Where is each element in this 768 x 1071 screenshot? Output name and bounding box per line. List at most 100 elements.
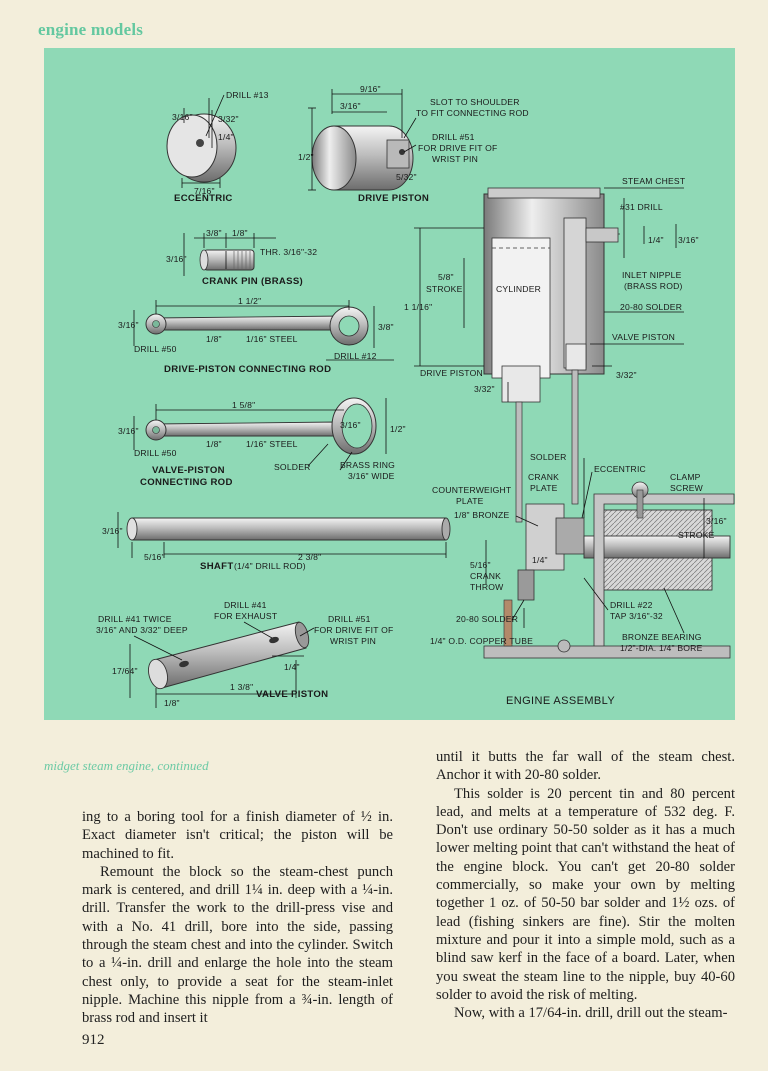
drill22-line2: TAP 3/16"-32	[610, 611, 663, 621]
drive-piston-drill-line2: FOR DRIVE FIT OF	[418, 143, 497, 153]
crank-throw-line1: CRANK	[470, 571, 501, 581]
valve-rod-dim-a: 1/8"	[206, 439, 222, 449]
valve-piston-part: DRILL #41 TWICE 3/16" AND 3/32" DEEP DRI…	[96, 600, 393, 708]
assembly-drive-piston-label: DRIVE PISTON	[420, 368, 483, 378]
body-column-right: until it butts the far wall of the steam…	[436, 748, 735, 1022]
valve-piston-length: 1 3/8"	[230, 682, 253, 692]
slot-note-line2: TO FIT CONNECTING ROD	[416, 108, 529, 118]
eccentric-part: DRILL #13 3/16" 3/32" 1/4" 7/16" ECCENTR…	[166, 90, 269, 204]
assembly-dim-small-b: 3/32"	[616, 370, 637, 380]
assembly-dim-q: 1/4"	[532, 555, 548, 565]
cylinder-label: CYLINDER	[496, 284, 541, 294]
drive-rod-dim-a: 1/8"	[206, 334, 222, 344]
crank-pin-dim-b: 1/8"	[232, 228, 248, 238]
valve-piston-drill41-line2: 3/16" AND 3/32" DEEP	[96, 625, 188, 635]
exhaust-line2: FOR EXHAUST	[214, 611, 278, 621]
shaft-title: SHAFT	[200, 561, 233, 572]
valve-rod-solder: SOLDER	[274, 462, 311, 472]
assembly-solder-label: SOLDER	[530, 452, 567, 462]
shaft-length: 2 3/8"	[298, 552, 321, 562]
valve-rod-length: 1 5/8"	[232, 400, 255, 410]
counterweight-line1: COUNTERWEIGHT	[432, 485, 512, 495]
engine-assembly: STEAM CHEST #31 DRILL 1/4" 3/16" INLET N…	[404, 176, 735, 707]
continued-heading: midget steam engine, continued	[44, 758, 209, 773]
inlet-nipple-line2: (BRASS ROD)	[624, 281, 683, 291]
shaft-note: (1/4" DRILL ROD)	[234, 561, 306, 571]
assembly-eccentric-label: ECCENTRIC	[594, 464, 646, 474]
drive-rod-length: 1 1/2"	[238, 296, 261, 306]
counterweight-line2: PLATE	[456, 496, 484, 506]
crank-pin-dim-a: 3/8"	[206, 228, 222, 238]
eccentric-dim-a: 3/16"	[172, 112, 193, 122]
clamp-screw-line1: CLAMP	[670, 472, 701, 482]
drive-rod-dim-left: 3/16"	[118, 320, 139, 330]
drive-piston-title: DRIVE PISTON	[358, 193, 429, 204]
drive-rod-drill-right: DRILL #12	[334, 351, 377, 361]
body-column-left: ing to a boring tool for a finish diamet…	[82, 808, 393, 1028]
valve-piston-dim-b: 1/8"	[164, 698, 180, 708]
assembly-dim-a: 1/4"	[648, 235, 664, 245]
crank-throw-line2: THROW	[470, 582, 504, 592]
drive-piston-dim-height: 1/2"	[298, 152, 314, 162]
assembly-height-dim: 1 1/16"	[404, 302, 432, 312]
bronze-label: 1/8" BRONZE	[454, 510, 509, 520]
valve-piston-dim-dia: 17/64"	[112, 666, 138, 676]
bronze-bearing-line1: BRONZE BEARING	[622, 632, 702, 642]
brass-ring-line2: 3/16" WIDE	[348, 471, 395, 481]
valve-piston-drill51-line2: FOR DRIVE FIT OF	[314, 625, 393, 635]
engine-diagram-panel: DRILL #13 3/16" 3/32" 1/4" 7/16" ECCENTR…	[44, 48, 735, 720]
valve-rod-steel: 1/16" STEEL	[246, 439, 298, 449]
crank-plate-line1: CRANK	[528, 472, 559, 482]
eccentric-dim-c: 1/4"	[218, 132, 234, 142]
body-right-paragraph: This solder is 20 percent tin and 80 per…	[436, 785, 735, 1003]
crank-pin-thread: THR. 3/16"-32	[260, 247, 317, 257]
drive-piston-drill-line1: DRILL #51	[432, 132, 475, 142]
valve-rod-title-line2: CONNECTING ROD	[140, 477, 233, 488]
drive-piston-dim-left: 3/16"	[340, 101, 361, 111]
bronze-bearing-line2: 1/2"-DIA. 1/4" BORE	[620, 643, 703, 653]
drive-piston-dim-top: 9/16"	[360, 84, 381, 94]
eccentric-title: ECCENTRIC	[174, 193, 233, 204]
body-left-paragraph: ing to a boring tool for a finish diamet…	[82, 809, 393, 862]
shaft-dim-short: 5/16"	[144, 552, 165, 562]
valve-rod-title-line1: VALVE-PISTON	[152, 465, 225, 476]
eccentric-dim-d: 7/16"	[194, 186, 215, 196]
valve-piston-drill51-line3: WRIST PIN	[330, 636, 376, 646]
drive-rod-part: 1 1/2" 3/16" 3/8" 1/8" 1/16" STEEL DRILL…	[118, 296, 394, 375]
valve-rod-dim-left: 3/16"	[118, 426, 139, 436]
body-right-paragraph: until it butts the far wall of the steam…	[436, 749, 735, 784]
valve-piston-dim-a: 1/4"	[284, 662, 300, 672]
eccentric-dim-b: 3/32"	[218, 114, 239, 124]
body-left-paragraph: Remount the block so the steam-chest pun…	[82, 863, 393, 1027]
stroke-right-label: STROKE	[678, 530, 715, 540]
steam-chest-label: STEAM CHEST	[622, 176, 686, 186]
eccentric-drill-label: DRILL #13	[226, 90, 269, 100]
assembly-dim-small: 3/32"	[474, 384, 495, 394]
drive-piston-part: 9/16" 3/16" 1/2" 5/32" SLOT TO SHOULDER …	[298, 84, 529, 204]
drive-rod-title: DRIVE-PISTON CONNECTING ROD	[164, 364, 331, 375]
valve-piston-drill41-line1: DRILL #41 TWICE	[98, 614, 172, 624]
stroke-right-dim: 3/16"	[706, 516, 727, 526]
shaft-dim-dia: 3/16"	[102, 526, 123, 536]
solder-bottom-label: 20-80 SOLDER	[456, 614, 518, 624]
drive-rod-steel: 1/16" STEEL	[246, 334, 298, 344]
assembly-dim-b: 3/16"	[678, 235, 699, 245]
drill31-label: #31 DRILL	[620, 202, 663, 212]
body-right-paragraph: Now, with a 17/64-in. drill, drill out t…	[454, 1005, 728, 1022]
brass-ring-line1: BRASS RING	[340, 460, 395, 470]
drive-piston-drill-line3: WRIST PIN	[432, 154, 478, 164]
shaft-part: 3/16" 5/16" 2 3/8" SHAFT (1/4" DRILL ROD…	[102, 512, 451, 572]
assembly-stroke-dim: 5/8"	[438, 272, 454, 282]
assembly-valve-piston-label: VALVE PISTON	[612, 332, 675, 342]
solder-top-label: 20-80 SOLDER	[620, 302, 682, 312]
crank-pin-title: CRANK PIN (BRASS)	[202, 276, 303, 287]
page-number: 912	[82, 1032, 105, 1048]
valve-rod-part: 1 5/8" 3/16" 3/16" 1/2" 1/8" 1/16" STEEL…	[118, 397, 406, 488]
crank-pin-part: 3/8" 1/8" 3/16" THR. 3/16"-32 CRANK PIN …	[166, 228, 317, 287]
engine-diagram: DRILL #13 3/16" 3/32" 1/4" 7/16" ECCENTR…	[96, 84, 735, 708]
valve-piston-drill51-line1: DRILL #51	[328, 614, 371, 624]
engine-assembly-title: ENGINE ASSEMBLY	[506, 695, 615, 707]
inlet-nipple-line1: INLET NIPPLE	[622, 270, 682, 280]
crank-throw-dim: 5/16"	[470, 560, 491, 570]
crank-pin-dim-dia: 3/16"	[166, 254, 187, 264]
